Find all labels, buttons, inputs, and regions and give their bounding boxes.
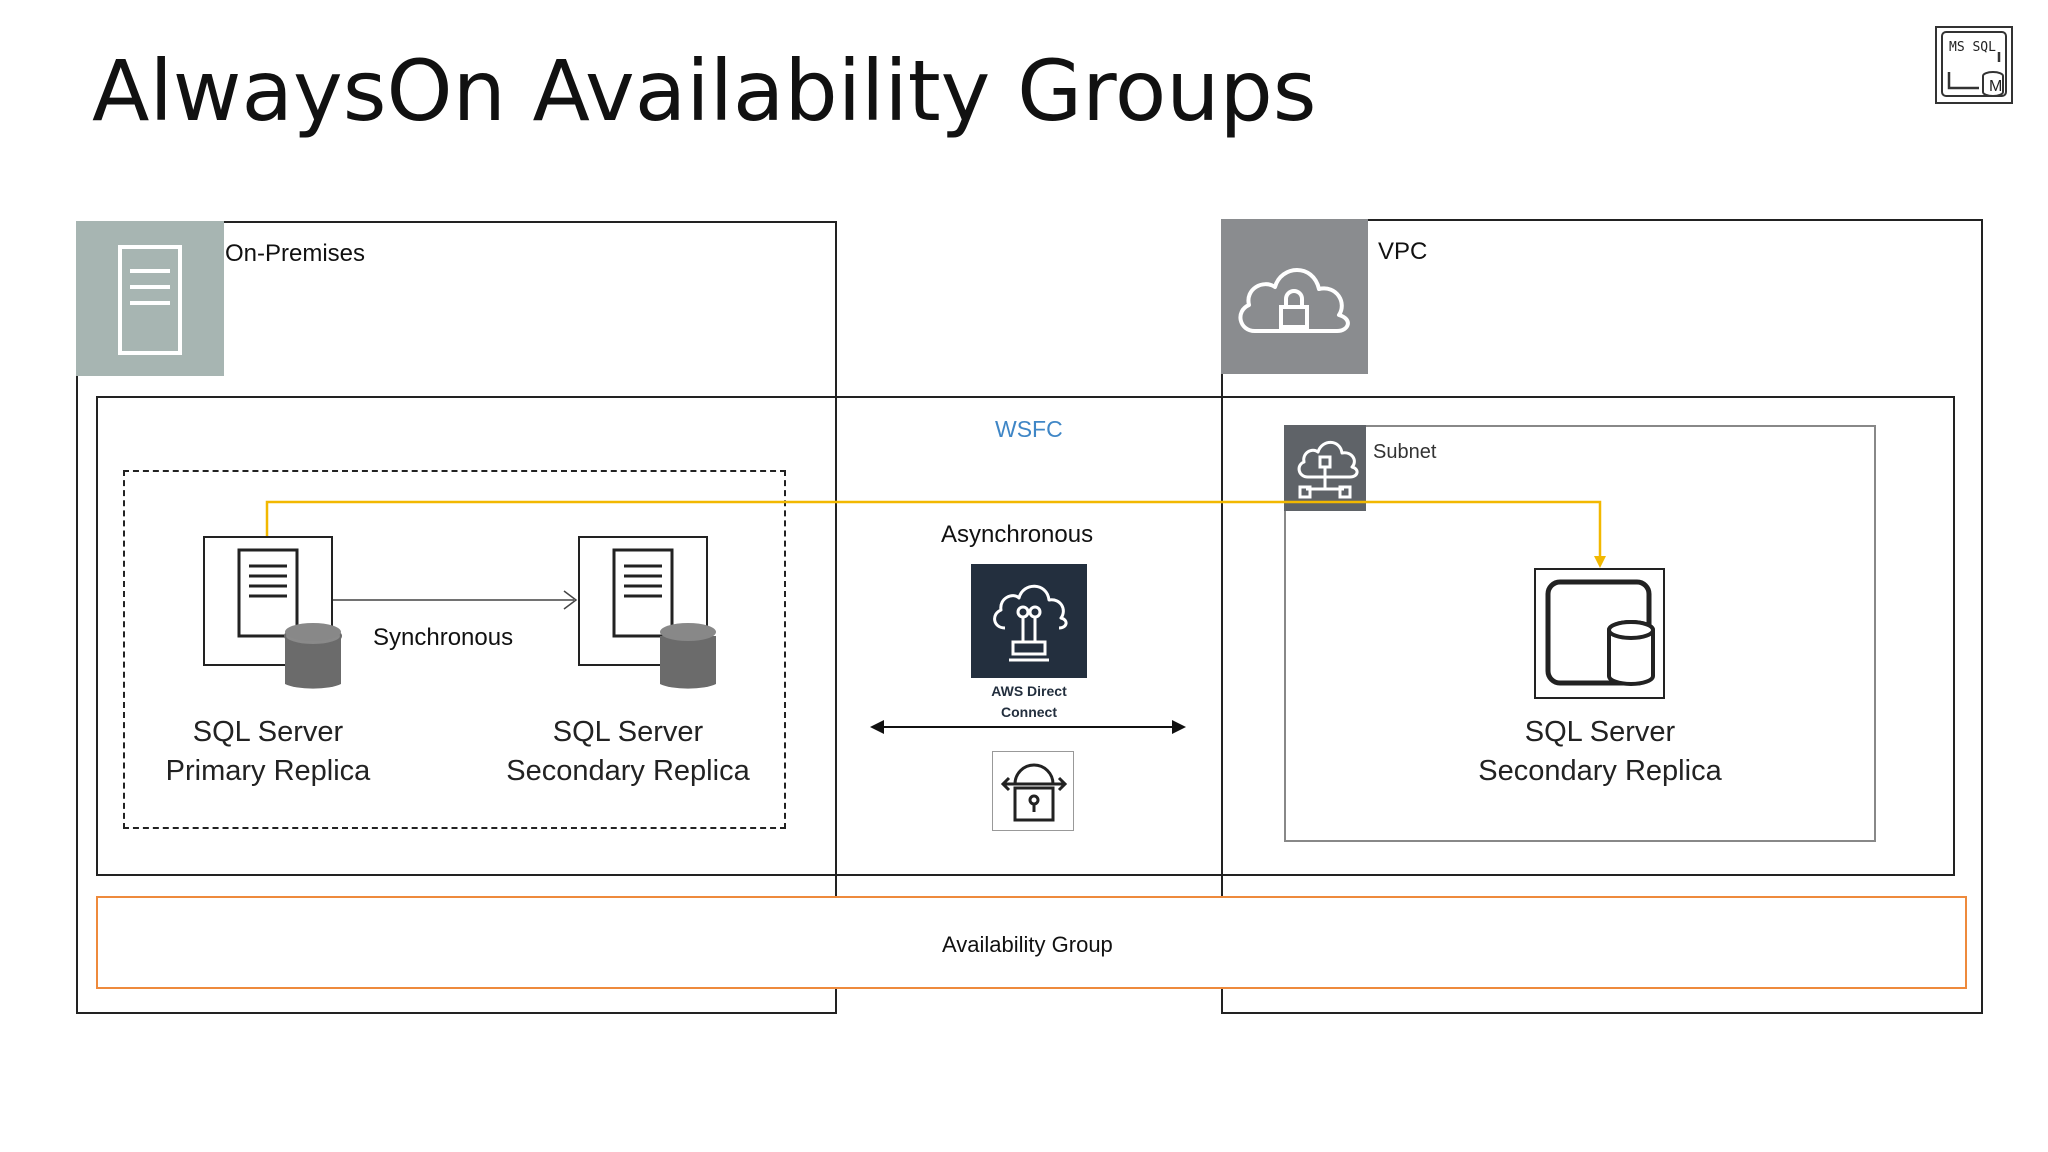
badge-text: MS SQL (1949, 40, 1996, 55)
asynchronous-label: Asynchronous (941, 521, 1094, 548)
on-premises-label: On-Premises (225, 240, 366, 267)
primary-replica-line2: Primary Replica (165, 755, 371, 787)
availability-group-bar (96, 896, 1967, 989)
ms-sql-database-icon (1941, 31, 2007, 97)
synchronous-label: Synchronous (373, 624, 514, 651)
on-premises-icon-tile (76, 221, 224, 376)
direct-connect-line1: AWS Direct (991, 683, 1067, 699)
vpn-lock-icon (1000, 763, 1068, 822)
ms-sql-badge: MS SQL M (1935, 26, 2013, 104)
vpc-container (1221, 219, 1983, 1014)
cloud-lock-icon (1238, 268, 1350, 333)
rds-database-icon (1545, 579, 1655, 686)
slide-title: AlwaysOn Availability Groups (92, 42, 1317, 140)
vpc-secondary-replica-line1: SQL Server (1524, 716, 1676, 748)
badge-letter: M (1989, 78, 2003, 95)
availability-group-label: Availability Group (942, 932, 1113, 957)
subnet-icon-tile (1284, 425, 1366, 511)
wsfc-cluster-box (96, 396, 1955, 876)
vpn-lock-tile (992, 751, 1074, 831)
subnet-box (1284, 425, 1876, 842)
server-database-icon (237, 548, 342, 689)
onprem-secondary-replica-line1: SQL Server (552, 716, 704, 748)
aws-direct-connect-tile (971, 564, 1087, 678)
vpc-label: VPC (1378, 238, 1428, 265)
vpc-icon-tile (1221, 219, 1368, 374)
wsfc-label: WSFC (995, 416, 1063, 442)
sync-replica-group (123, 470, 786, 829)
server-database-icon (612, 548, 716, 689)
direct-connect-line2: Connect (1001, 704, 1057, 720)
on-premises-container (76, 221, 837, 1014)
subnet-label: Subnet (1373, 441, 1437, 463)
vpc-secondary-replica-node (1534, 568, 1665, 699)
aws-direct-connect-icon (993, 584, 1068, 662)
primary-replica-line1: SQL Server (192, 716, 344, 748)
vpc-secondary-replica-line2: Secondary Replica (1478, 755, 1722, 787)
server-icon (118, 245, 182, 355)
subnet-cloud-icon (1297, 440, 1359, 499)
onprem-secondary-replica-line2: Secondary Replica (506, 755, 750, 787)
